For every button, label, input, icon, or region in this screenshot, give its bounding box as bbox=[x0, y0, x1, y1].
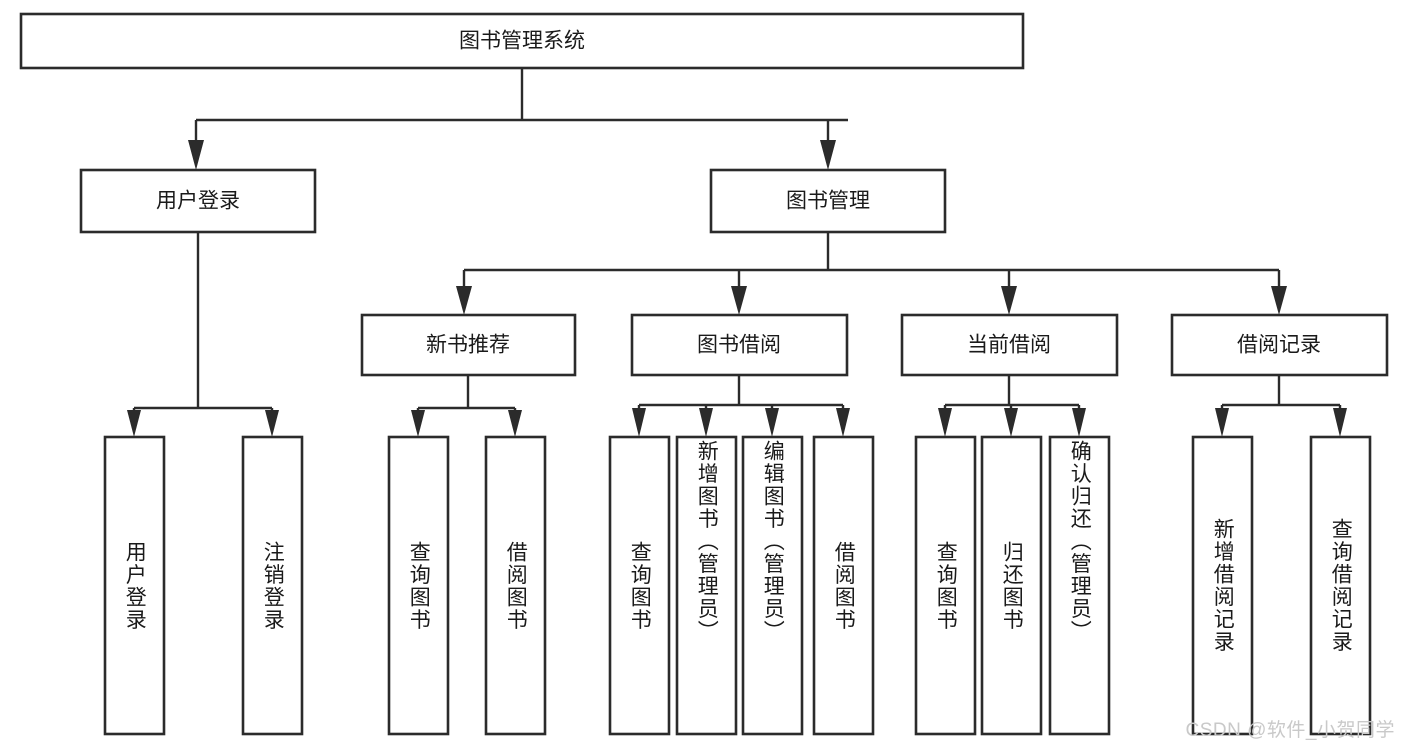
node-leaf-query-record-box[interactable] bbox=[1309, 435, 1372, 736]
node-borrow-record-label: 借阅记录 bbox=[1237, 334, 1321, 357]
connector-group-book-management bbox=[456, 232, 1287, 315]
node-borrow-record[interactable]: 借阅记录 bbox=[1170, 313, 1389, 377]
node-book-management[interactable]: 图书管理 bbox=[709, 168, 947, 234]
node-book-borrow-box[interactable] bbox=[630, 313, 849, 377]
node-leaf-return-book-box[interactable] bbox=[980, 435, 1043, 736]
node-new-book-recommend[interactable]: 新书推荐 bbox=[360, 313, 577, 377]
node-root-label: 图书管理系统 bbox=[459, 30, 585, 53]
connector-group-new-book-recommend bbox=[411, 375, 522, 437]
connector-group-root bbox=[188, 68, 848, 170]
node-current-borrow-box[interactable] bbox=[900, 313, 1119, 377]
arrowhead-leaf-add-book bbox=[699, 408, 713, 437]
node-leaf-logout-login-box[interactable] bbox=[241, 435, 304, 736]
arrowhead-leaf-borrow-book-1 bbox=[508, 410, 522, 437]
node-leaf-query-book-1-box[interactable] bbox=[387, 435, 450, 736]
node-new-book-recommend-box[interactable] bbox=[360, 313, 577, 377]
node-leaf-borrow-book-1-box[interactable] bbox=[484, 435, 547, 736]
node-user-login-box[interactable] bbox=[79, 168, 317, 234]
node-current-borrow-label: 当前借阅 bbox=[967, 334, 1051, 357]
connector-group-book-borrow bbox=[632, 375, 850, 437]
arrowhead-user-login bbox=[188, 140, 204, 170]
node-leaf-query-book-2-box[interactable] bbox=[608, 435, 671, 736]
arrowhead-leaf-query-book-3 bbox=[938, 408, 952, 437]
arrowhead-leaf-query-book-2 bbox=[632, 408, 646, 437]
node-new-book-recommend-label: 新书推荐 bbox=[426, 334, 510, 357]
arrowhead-new-book-recommend bbox=[456, 286, 472, 315]
node-leaf-confirm-return-box[interactable] bbox=[1048, 435, 1111, 736]
connector-group-borrow-record bbox=[1215, 375, 1347, 437]
node-book-management-label: 图书管理 bbox=[786, 190, 870, 213]
csdn-watermark: CSDN @软件_小贺同学 bbox=[1185, 720, 1395, 741]
arrowhead-leaf-query-record bbox=[1333, 408, 1347, 437]
arrowhead-leaf-query-book-1 bbox=[411, 410, 425, 437]
node-user-login-label: 用户登录 bbox=[156, 190, 240, 213]
arrowhead-leaf-confirm-return bbox=[1072, 408, 1086, 437]
arrowhead-leaf-borrow-book-2 bbox=[836, 408, 850, 437]
arrowhead-leaf-user-login bbox=[127, 410, 141, 437]
arrowhead-leaf-edit-book bbox=[765, 408, 779, 437]
node-leaf-user-login-box[interactable] bbox=[103, 435, 166, 736]
arrowhead-leaf-logout-login bbox=[265, 410, 279, 437]
node-borrow-record-box[interactable] bbox=[1170, 313, 1389, 377]
connector-group-current-borrow bbox=[938, 375, 1086, 437]
node-book-management-box[interactable] bbox=[709, 168, 947, 234]
arrowhead-book-management bbox=[820, 140, 836, 170]
node-leaf-borrow-book-2-box[interactable] bbox=[812, 435, 875, 736]
arrowhead-leaf-return-book bbox=[1004, 408, 1018, 437]
node-leaf-query-book-3-box[interactable] bbox=[914, 435, 977, 736]
arrowhead-leaf-add-record bbox=[1215, 408, 1229, 437]
node-leaf-edit-book-box[interactable] bbox=[741, 435, 804, 736]
arrowhead-current-borrow bbox=[1001, 286, 1017, 315]
node-leaf-add-book-box[interactable] bbox=[675, 435, 738, 736]
node-root[interactable]: 图书管理系统 bbox=[19, 12, 1025, 70]
node-book-borrow-label: 图书借阅 bbox=[697, 334, 781, 357]
arrowhead-borrow-record bbox=[1271, 286, 1287, 315]
node-user-login[interactable]: 用户登录 bbox=[79, 168, 317, 234]
node-leaf-add-record-box[interactable] bbox=[1191, 435, 1254, 736]
node-current-borrow[interactable]: 当前借阅 bbox=[900, 313, 1119, 377]
arrowhead-book-borrow bbox=[731, 286, 747, 315]
connector-group-user-login bbox=[127, 232, 279, 437]
node-root-box[interactable] bbox=[19, 12, 1025, 70]
node-book-borrow[interactable]: 图书借阅 bbox=[630, 313, 849, 377]
leaf-boxes bbox=[103, 435, 1372, 736]
